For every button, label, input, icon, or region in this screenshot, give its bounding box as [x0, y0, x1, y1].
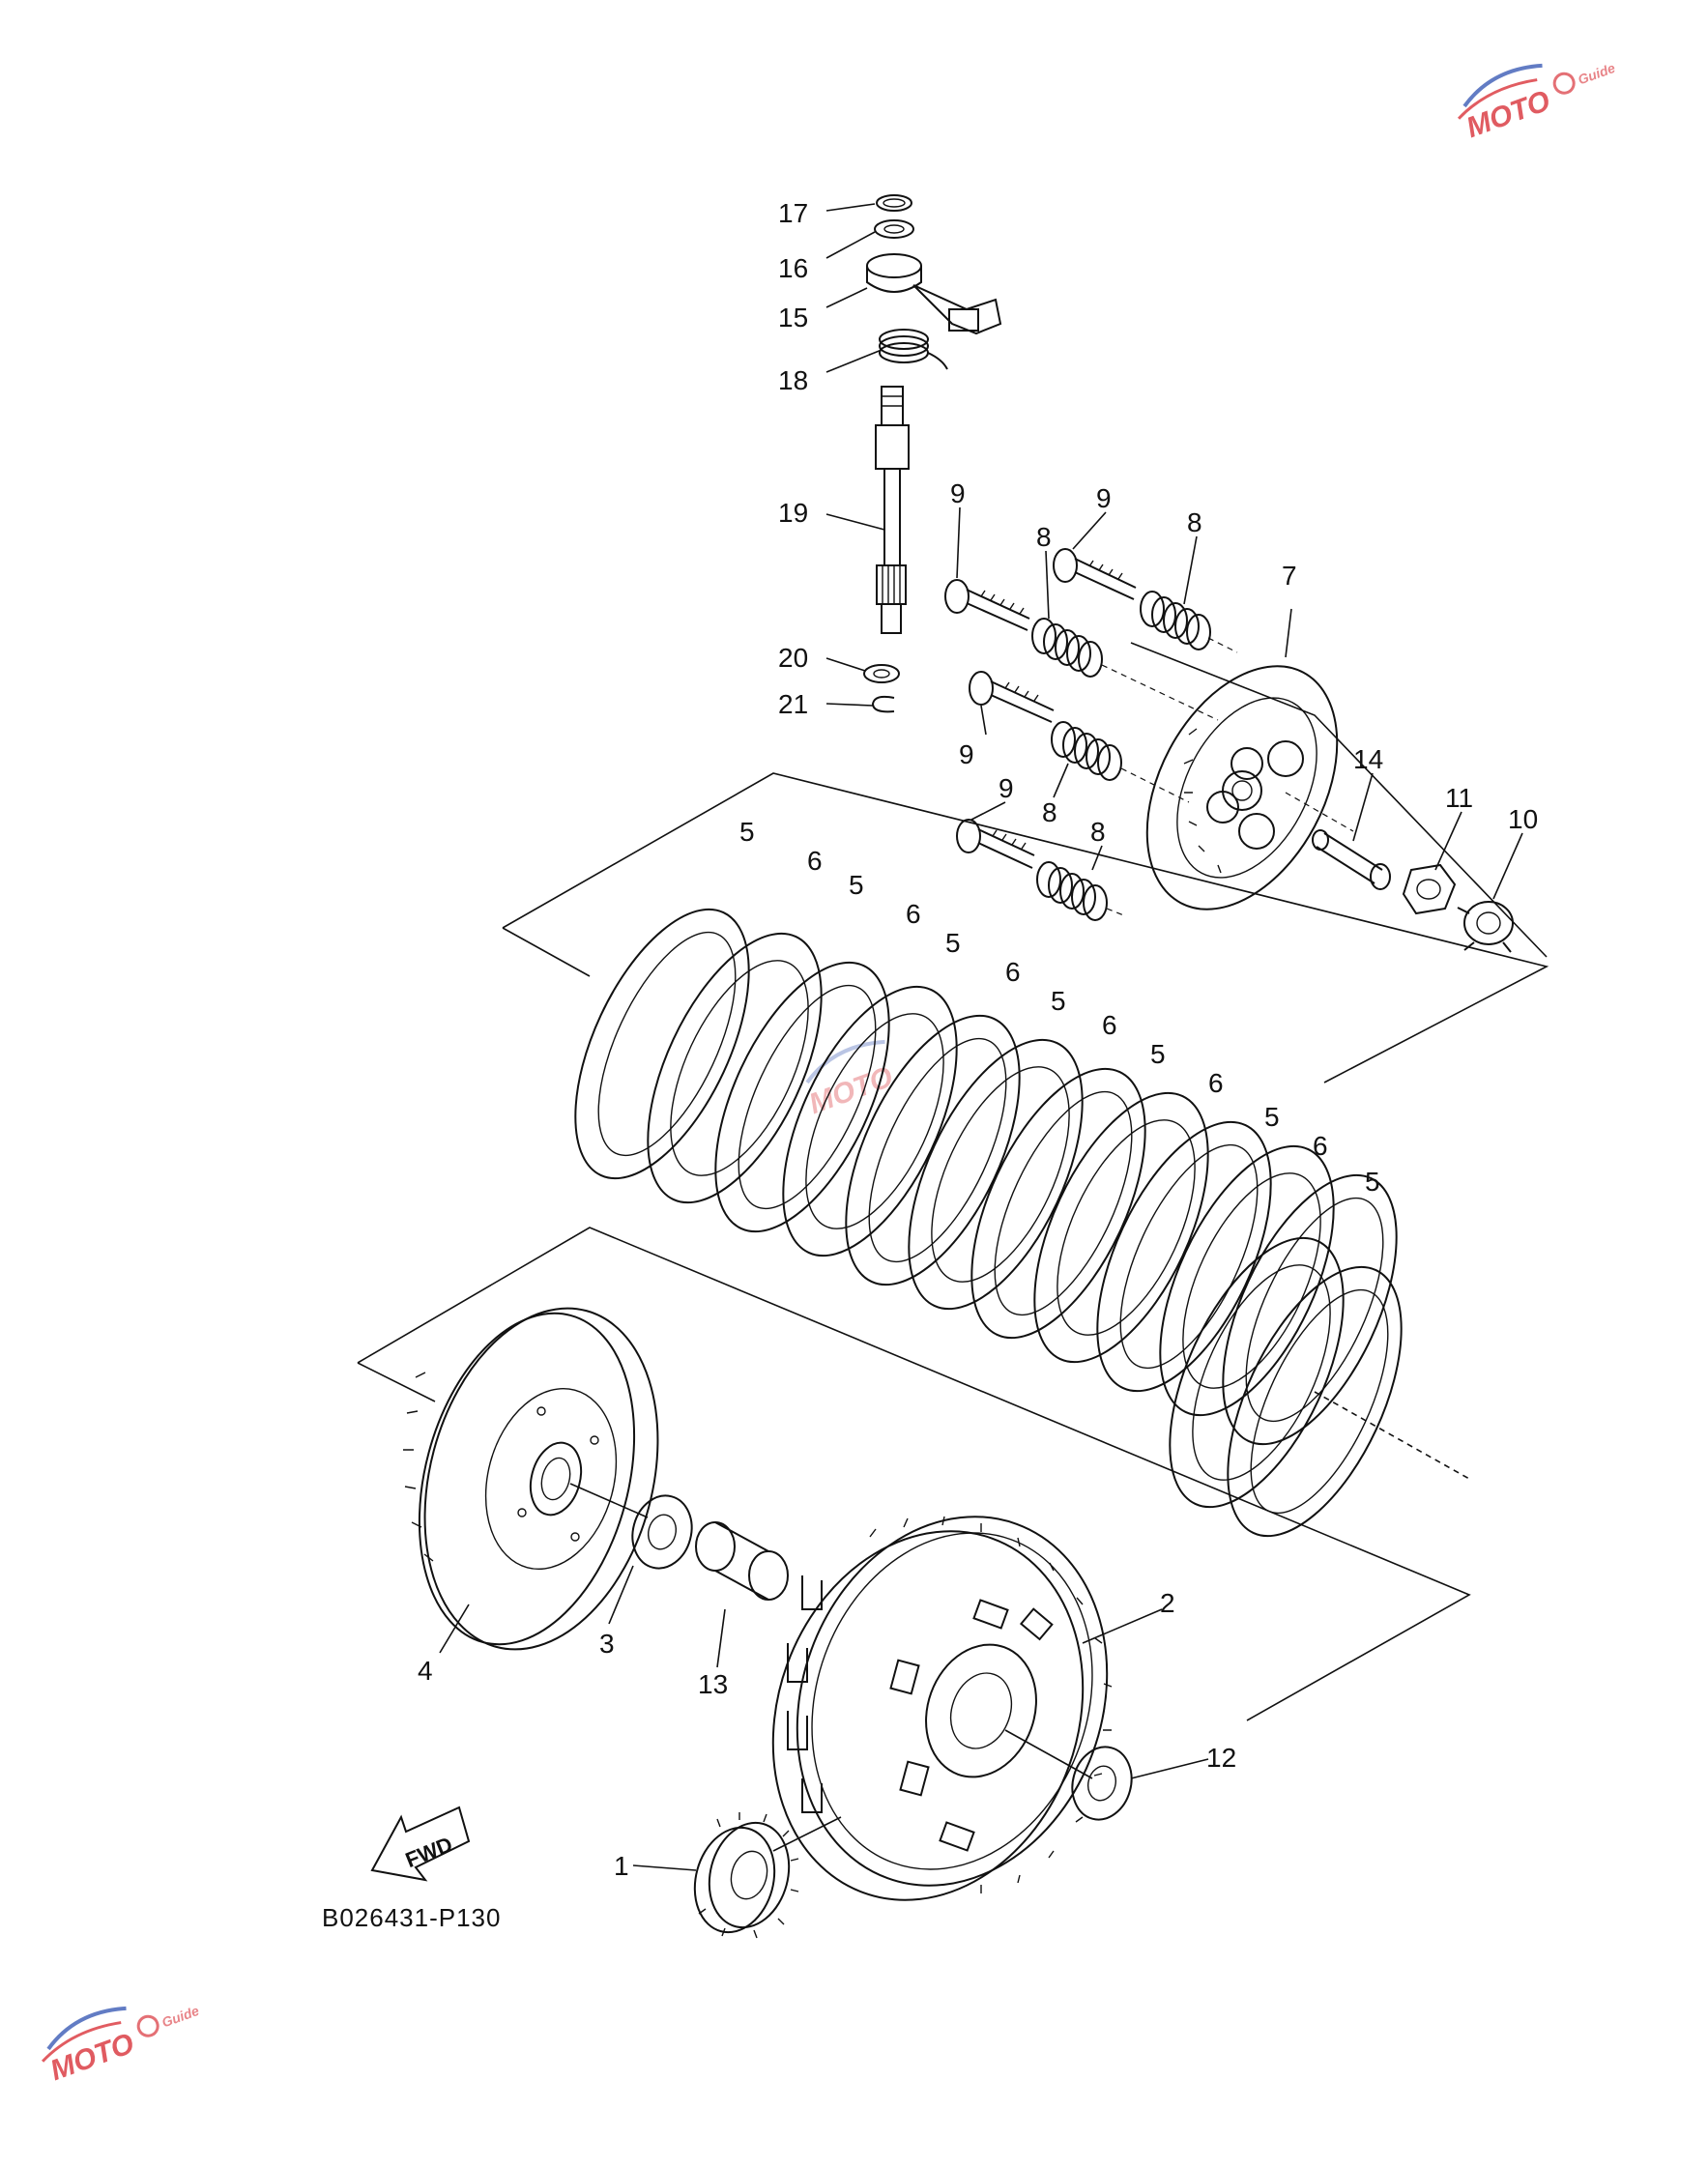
- part-9-bolt-a: [944, 579, 1030, 631]
- callout-5-d: 5: [1051, 986, 1066, 1016]
- callout-9-a: 9: [950, 478, 966, 508]
- callout-labels: 17 16 15 18 19 20 21 9 9 9 9 8 8 8 8 7 1…: [418, 198, 1538, 1881]
- callout-5-b: 5: [849, 870, 864, 900]
- part-21-clip: [871, 695, 895, 713]
- svg-text:Guide: Guide: [1576, 60, 1617, 88]
- callout-6-c: 6: [1005, 957, 1021, 987]
- fwd-label: FWD: [402, 1832, 456, 1872]
- callout-8-d: 8: [1090, 817, 1106, 847]
- hub-stack-frame: [357, 1227, 1471, 1721]
- part-12-washer: [1071, 1746, 1133, 1821]
- drawing-code: B026431-P130: [322, 1903, 501, 1932]
- part-6-clutch-plate-1: [647, 932, 823, 1204]
- callout-13: 13: [698, 1669, 728, 1699]
- clutch-plate-stack: [574, 908, 1470, 1538]
- callout-3: 3: [599, 1629, 615, 1659]
- part-15-push-lever: [866, 253, 1002, 335]
- callout-6-a: 6: [807, 846, 823, 876]
- callout-20: 20: [778, 643, 808, 673]
- svg-text:Guide: Guide: [159, 2003, 201, 2031]
- callout-9-b: 9: [1096, 483, 1112, 513]
- part-1-primary-drive-gear: [693, 1812, 842, 1939]
- part-10-lock-washer: [1457, 901, 1514, 953]
- callout-8-c: 8: [1042, 797, 1057, 827]
- callout-9-d: 9: [999, 773, 1014, 803]
- callout-5-a: 5: [739, 817, 755, 847]
- part-9-bolt-d: [956, 819, 1035, 869]
- callout-5-g: 5: [1365, 1167, 1380, 1197]
- part-8-spring-d: [1036, 861, 1108, 921]
- part-6-clutch-plate-6: [1169, 1236, 1345, 1509]
- part-5-friction-plate-6: [1222, 1173, 1398, 1446]
- callout-2: 2: [1160, 1588, 1175, 1618]
- watermark-logo-bottom-left: MOTO Guide: [41, 2003, 201, 2087]
- part-5-friction-plate-2: [714, 961, 890, 1233]
- part-3-thrust-washer: [631, 1494, 693, 1570]
- callout-19: 19: [778, 498, 808, 528]
- callout-17: 17: [778, 198, 808, 228]
- part-8-spring-c: [1051, 721, 1122, 781]
- part-5-friction-plate-3: [845, 1014, 1021, 1286]
- part-14-push-rod: [1312, 829, 1391, 890]
- callout-18: 18: [778, 365, 808, 395]
- callout-11: 11: [1445, 783, 1473, 813]
- part-9-bolt-c: [969, 671, 1055, 723]
- pressure-plate-frame: [1130, 642, 1548, 958]
- callout-1: 1: [614, 1851, 629, 1881]
- part-6-clutch-plate-2: [782, 985, 958, 1257]
- part-5-friction-plate-7: [1227, 1265, 1403, 1538]
- callout-5-e: 5: [1150, 1039, 1166, 1069]
- callout-15: 15: [778, 303, 808, 332]
- callout-14: 14: [1353, 744, 1383, 774]
- callout-8-b: 8: [1187, 507, 1202, 537]
- callout-21: 21: [778, 689, 808, 719]
- part-9-bolt-b: [1053, 548, 1137, 600]
- part-5-friction-plate-4: [970, 1067, 1146, 1340]
- callout-6-e: 6: [1208, 1068, 1224, 1098]
- part-17-circlip: [876, 194, 912, 212]
- part-6-clutch-plate-4: [1033, 1091, 1209, 1364]
- part-4-clutch-boss: [403, 1307, 659, 1651]
- part-18-spring: [879, 329, 948, 370]
- callout-9-c: 9: [959, 739, 974, 769]
- plate-stack-frame: [502, 772, 1549, 1084]
- alignment-lines: [1101, 637, 1354, 917]
- callout-5-f: 5: [1264, 1102, 1280, 1132]
- callout-6-b: 6: [906, 899, 921, 929]
- callout-12: 12: [1206, 1743, 1236, 1773]
- part-8-spring-a: [1031, 618, 1103, 678]
- part-7-pressure-plate: [1145, 665, 1339, 910]
- callout-6-f: 6: [1313, 1131, 1328, 1161]
- callout-7: 7: [1282, 561, 1297, 591]
- part-11-nut: [1402, 863, 1457, 915]
- part-5-friction-plate-1: [574, 908, 750, 1180]
- callout-5-c: 5: [945, 928, 961, 958]
- part-16-washer: [874, 219, 914, 239]
- watermark-logo-top-right: MOTO Guide: [1457, 60, 1617, 144]
- part-8-spring-b: [1140, 591, 1211, 650]
- part-20-washer: [863, 664, 900, 683]
- part-6-clutch-plate-3: [908, 1038, 1084, 1311]
- part-19-push-lever-shaft: [875, 386, 910, 634]
- callout-4: 4: [418, 1656, 433, 1686]
- callout-6-d: 6: [1102, 1010, 1117, 1040]
- callout-8-a: 8: [1036, 522, 1052, 552]
- fwd-arrow: FWD: [370, 1806, 471, 1882]
- callout-16: 16: [778, 253, 808, 283]
- part-5-friction-plate-5: [1096, 1120, 1272, 1393]
- callout-10: 10: [1508, 804, 1538, 834]
- leader-lines: [439, 203, 1523, 1871]
- part-2-clutch-housing: [771, 1516, 1113, 1901]
- part-13-spacer: [695, 1521, 789, 1601]
